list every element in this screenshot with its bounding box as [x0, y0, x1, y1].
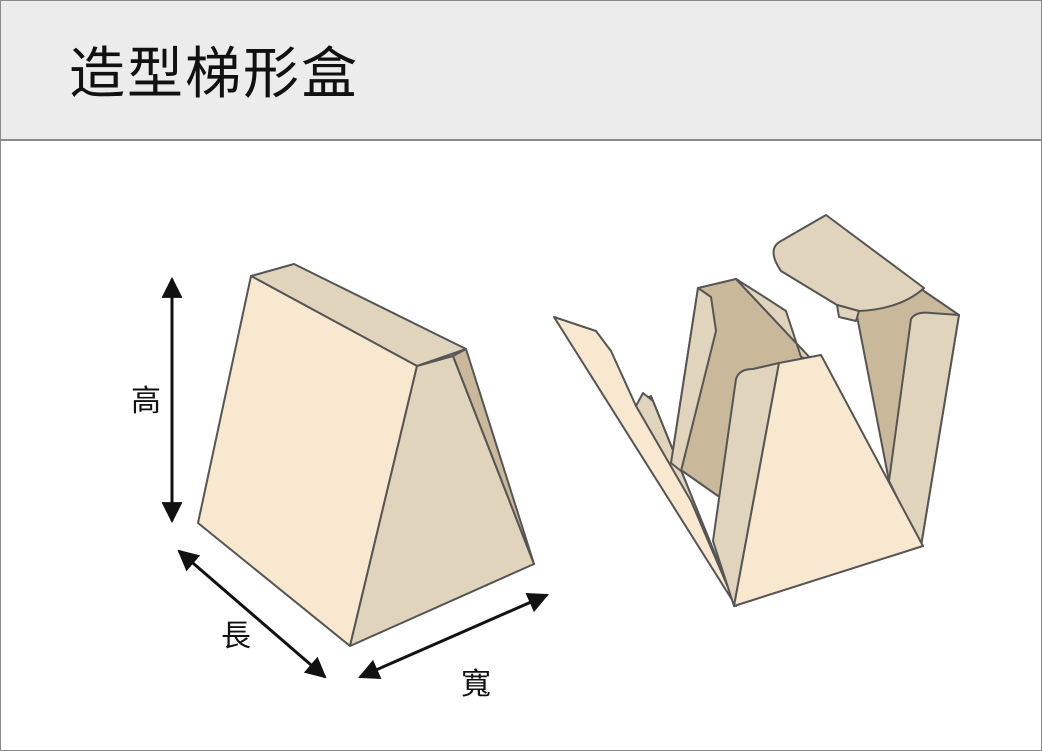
header-bar: 造型梯形盒 — [1, 1, 1041, 141]
closed-box — [197, 263, 535, 647]
open-box-left-inner-wall — [670, 287, 717, 472]
box-diagram: 高 長 寬 — [131, 214, 960, 702]
open-box-left-back-edge — [735, 278, 814, 362]
length-label: 長 — [221, 619, 251, 654]
open-box-lid — [772, 214, 925, 312]
open-box — [553, 214, 960, 607]
length-arrow — [177, 549, 327, 679]
page-title: 造型梯形盒 — [69, 42, 359, 107]
width-arrow — [358, 592, 549, 680]
dimension-arrows — [161, 276, 549, 680]
height-label: 高 — [131, 384, 161, 419]
closed-box-side-flap — [452, 348, 535, 565]
open-box-right-wall — [888, 311, 960, 547]
open-box-left-flap-fold — [635, 392, 737, 607]
open-box-lid-side — [836, 304, 860, 322]
open-box-front-face — [733, 354, 924, 607]
width-label: 寬 — [461, 667, 491, 702]
